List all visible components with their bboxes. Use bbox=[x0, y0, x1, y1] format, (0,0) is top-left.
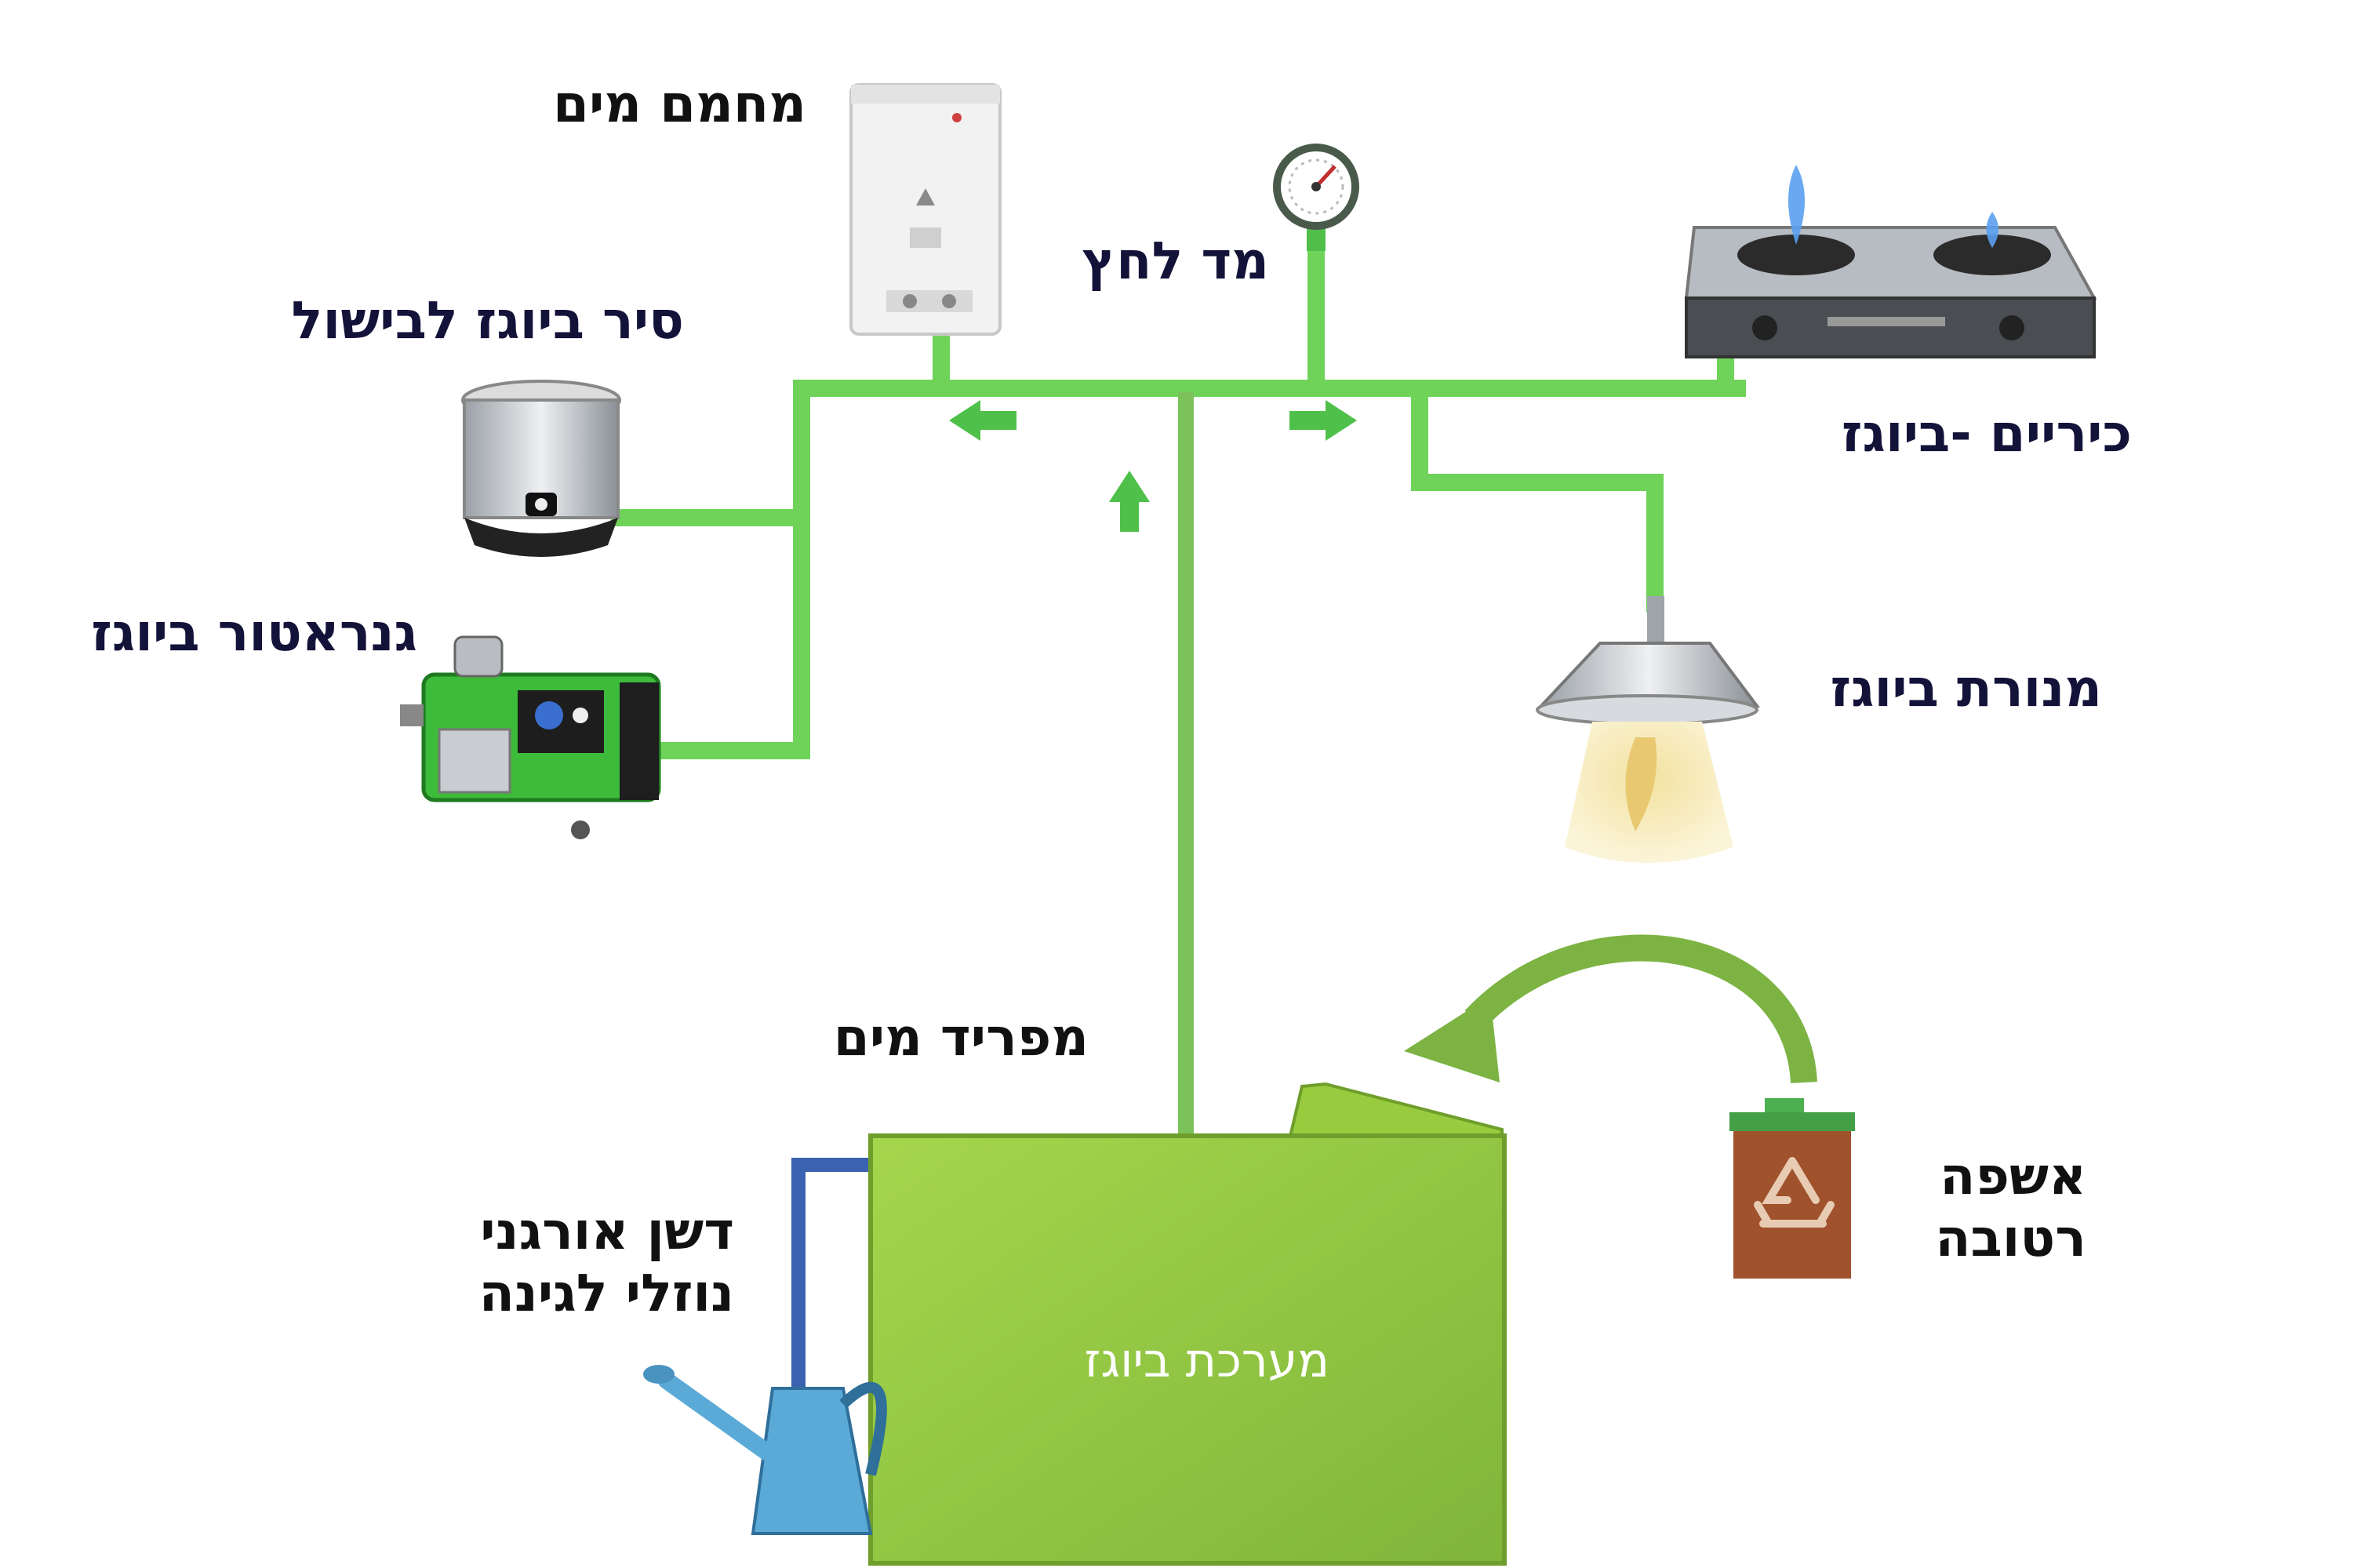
waste-label-line1: אשפה bbox=[1940, 1146, 2086, 1206]
pressure-gauge-icon bbox=[1273, 144, 1359, 251]
fertilizer-label-line2: נוזלי לגינה bbox=[478, 1263, 734, 1324]
generator-icon bbox=[400, 635, 661, 839]
water-heater-icon bbox=[849, 83, 1002, 336]
arrow-up-icon bbox=[1109, 471, 1150, 532]
pressure-gauge-label: מד לחץ bbox=[1082, 231, 1269, 291]
gas-pipe-network bbox=[611, 227, 1746, 759]
flow-arrows bbox=[949, 400, 1357, 532]
biogas-system-label: מערכת ביוגז bbox=[1084, 1333, 1329, 1388]
water-separator-label: מפריד מים bbox=[833, 1007, 1089, 1068]
biogas-digester bbox=[868, 1082, 1507, 1566]
fertilizer-pipe bbox=[791, 1158, 872, 1388]
lamp-label: מנורת ביוגז bbox=[1830, 658, 2102, 719]
water-heater-label: מחמם מים bbox=[553, 74, 806, 134]
waste-label: אשפה רטובה bbox=[1935, 1145, 2086, 1269]
arrow-right-icon bbox=[1289, 400, 1357, 441]
gas-stove-icon bbox=[1684, 165, 2097, 358]
stove-label: כיריים -ביוגז bbox=[1842, 403, 2132, 464]
generator-label: גנראטור ביוגז bbox=[91, 602, 417, 663]
recycle-bin-icon bbox=[1729, 1098, 1855, 1279]
arrow-left-icon bbox=[949, 400, 1016, 441]
lamp-pipe bbox=[1411, 380, 1664, 613]
fertilizer-label: דשן אורגני נוזלי לגינה bbox=[479, 1200, 734, 1324]
waste-feed-arrow bbox=[1404, 934, 1817, 1084]
waste-label-line2: רטובה bbox=[1935, 1208, 2086, 1269]
lamp-icon bbox=[1536, 596, 1760, 863]
watering-can-icon bbox=[643, 1365, 887, 1535]
rice-cooker-icon bbox=[461, 380, 621, 557]
rice-cooker-label: סיר ביוגז לבישול bbox=[291, 290, 684, 351]
fertilizer-label-line1: דשן אורגני bbox=[480, 1201, 734, 1261]
